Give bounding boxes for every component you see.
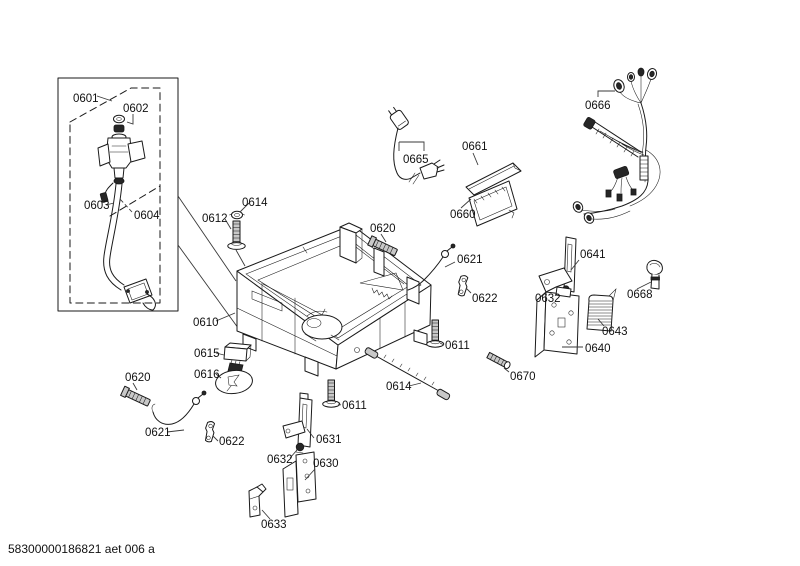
leader-0611-left: [337, 403, 342, 406]
leader-0620-bottom: [132, 382, 138, 391]
part-drawing-0660-panel: [468, 180, 518, 227]
leader-0643: [597, 318, 605, 327]
part-drawing-0643-grille: [586, 288, 617, 332]
part-label-0620-bottom: 0620: [125, 372, 151, 384]
part-drawing-0622-clip-bottom: [204, 421, 216, 443]
leader-0665: [398, 141, 425, 151]
leader-0614-nut: [239, 202, 250, 213]
leader-0615: [215, 352, 225, 356]
part-label-0614-strap: 0614: [386, 381, 412, 393]
part-label-0602: 0602: [123, 103, 149, 115]
part-drawing-0601-valve-assembly: [97, 114, 156, 311]
part-drawing-0616-detail-circle: [215, 369, 253, 395]
part-label-0668: 0668: [627, 289, 653, 301]
leader-0622-top: [465, 287, 472, 294]
assembly-reference-lines: [177, 195, 242, 333]
part-drawing-0612-screw: [227, 210, 246, 267]
leader-0604: [119, 198, 133, 213]
leader-0612: [224, 218, 232, 230]
part-drawing-0610-base-pan: [236, 222, 432, 377]
part-label-0641: 0641: [580, 249, 606, 261]
part-drawing-0641-hinge-lever: [538, 236, 577, 293]
part-drawing-0611-screw-right: [426, 319, 445, 348]
part-label-0611-right: 0611: [445, 340, 470, 352]
part-drawing-0668-valve: [646, 259, 663, 290]
part-label-0661: 0661: [462, 141, 488, 153]
part-label-0615: 0615: [194, 348, 220, 360]
part-label-0622-bottom: 0622: [219, 436, 245, 448]
part-drawing-0615-switch: [223, 342, 252, 374]
part-drawing-0620-rod-bottom: [120, 385, 151, 407]
part-label-0604: 0604: [134, 210, 160, 222]
part-drawing-0661-strip: [465, 162, 522, 196]
part-drawing-0631-lever: [282, 392, 313, 454]
part-drawing-0632-bushing-bottom: [295, 442, 305, 452]
leader-0632-bottom: [289, 449, 298, 459]
part-label-0622-top: 0622: [472, 293, 498, 305]
part-label-0643: 0643: [602, 326, 628, 338]
leader-0630: [304, 468, 316, 481]
part-drawing-0666-cable-harness: [572, 67, 661, 224]
part-drawing-0633-bracket: [248, 483, 267, 518]
part-label-0616: 0616: [194, 369, 220, 381]
leader-0602: [126, 114, 134, 125]
leader-0620-top: [380, 233, 387, 243]
part-label-0614-nut: 0614: [242, 197, 268, 209]
leader-0668: [636, 281, 652, 290]
part-drawing-0670-stud: [486, 351, 511, 370]
part-label-0670: 0670: [510, 371, 536, 383]
part-drawing-0640-bracket: [534, 286, 580, 358]
leader-0610: [215, 312, 236, 322]
part-label-0612: 0612: [202, 213, 228, 225]
part-drawing-0621-cable-top: [407, 243, 456, 291]
part-drawing-0630-bracket: [282, 451, 317, 518]
leader-0614-strap: [408, 382, 422, 387]
part-label-0601: 0601: [73, 93, 99, 105]
part-drawing-0621-cable-bottom: [151, 390, 207, 425]
leader-0621-bottom: [166, 429, 185, 433]
leader-0611-right: [439, 342, 445, 346]
part-drawing-0614-strap: [364, 347, 451, 401]
part-label-0621-top: 0621: [457, 254, 483, 266]
part-label-0640: 0640: [585, 343, 611, 355]
leader-0641: [570, 259, 580, 271]
part-drawing-0611-screw-left: [322, 379, 341, 408]
part-label-0631: 0631: [316, 434, 342, 446]
part-drawing-0620-rod-top: [367, 235, 398, 256]
part-label-0620-top: 0620: [370, 223, 396, 235]
leader-0616: [215, 373, 222, 379]
part-label-0632-right: 0632: [535, 293, 561, 305]
document-code: 58300000186821 aet 006 a: [8, 542, 155, 556]
leader-0633: [261, 509, 271, 520]
leader-0666: [597, 90, 615, 97]
leader-0601: [96, 95, 113, 102]
part-label-0630: 0630: [313, 458, 339, 470]
part-label-0611-left: 0611: [342, 400, 367, 412]
part-label-0632-bottom: 0632: [267, 454, 293, 466]
part-label-0610: 0610: [193, 317, 219, 329]
leader-0621-top: [444, 261, 456, 268]
part-label-0665: 0665: [403, 154, 429, 166]
leader-0670: [503, 367, 510, 373]
part-drawing-0622-clip-top: [457, 275, 469, 297]
leader-0622-bottom: [212, 435, 219, 442]
detail-box-outline: [57, 77, 179, 312]
leader-0661: [472, 152, 479, 166]
leader-0603: [105, 202, 115, 206]
part-label-0621-bottom: 0621: [145, 427, 171, 439]
part-label-0660: 0660: [450, 209, 476, 221]
part-drawing-0665-power-cord: [388, 106, 445, 185]
part-label-0666: 0666: [585, 100, 611, 112]
part-label-0633: 0633: [261, 519, 287, 531]
leader-0631: [306, 428, 315, 439]
part-label-0603: 0603: [84, 200, 110, 212]
leader-0660: [460, 198, 472, 209]
